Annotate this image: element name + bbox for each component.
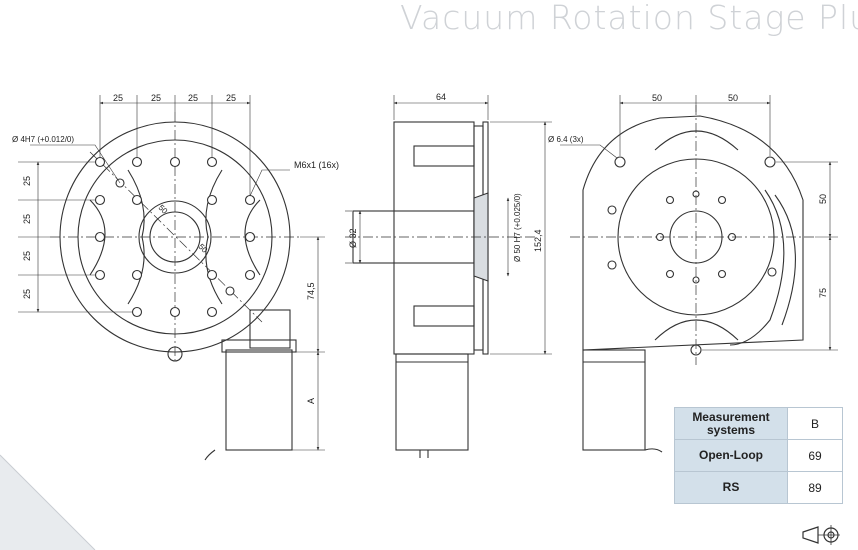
front-center-bore [149, 211, 201, 263]
rear-hole-label: Ø 6.4 (3x) [548, 135, 584, 144]
table-header-label: Measurement systems [674, 407, 788, 440]
table-row-label: Open-Loop [674, 439, 788, 472]
rear-view-labels: 50 50 Ø 6.4 (3x) 50 75 [548, 93, 828, 298]
front-view-labels: 25 25 25 25 25 25 25 25 Ø 4H7 (+0.012/0)… [12, 93, 339, 404]
page-title: Vacuum Rotation Stage Plus [400, 0, 858, 37]
rear-right-dim-2: 75 [818, 288, 828, 298]
table-row: RS 89 [674, 471, 843, 504]
front-motor-housing [225, 349, 293, 451]
side-view [345, 95, 552, 458]
rear-right-dim-1: 50 [818, 194, 828, 204]
front-view [18, 95, 325, 461]
front-top-dim-3: 25 [188, 93, 198, 103]
side-view-labels: 64 Ø 32 Ø 50 H7 (+0.025/0) 152,4 [348, 92, 543, 262]
front-thread-label: M6x1 (16x) [294, 160, 339, 170]
rear-top-dim-2: 50 [728, 93, 738, 103]
rear-top-dim-1: 50 [652, 93, 662, 103]
front-left-dim-3: 25 [22, 251, 32, 261]
front-left-dim-4: 25 [22, 289, 32, 299]
front-top-dim-4: 25 [226, 93, 236, 103]
table-row-value: 89 [787, 471, 843, 504]
rear-mounting-holes [607, 156, 777, 356]
side-height-dim: 152,4 [533, 229, 543, 252]
rear-view [560, 95, 838, 453]
front-connector [249, 309, 291, 349]
table-header-value: B [787, 407, 843, 440]
table-row-label: RS [674, 471, 788, 504]
side-motor-housing [395, 353, 469, 451]
table-row: Measurement systems B [674, 407, 843, 440]
front-top-dim-1: 25 [113, 93, 123, 103]
side-width-dim: 64 [436, 92, 446, 102]
table-row-value: 69 [787, 439, 843, 472]
front-mounting-holes [94, 156, 256, 318]
side-body [393, 121, 475, 355]
front-top-dim-2: 25 [151, 93, 161, 103]
front-left-dim-1: 25 [22, 176, 32, 186]
side-bore-dim: Ø 50 H7 (+0.025/0) [513, 193, 522, 262]
rear-housing-outline [582, 115, 804, 351]
front-left-dim-2: 25 [22, 214, 32, 224]
front-hole-label: Ø 4H7 (+0.012/0) [12, 135, 74, 144]
front-height-dim: 74,5 [306, 282, 316, 300]
table-row: Open-Loop 69 [674, 439, 843, 472]
measurement-systems-table: Measurement systems B Open-Loop 69 RS 89 [674, 407, 843, 504]
front-motor-dim: A [306, 398, 316, 404]
first-angle-projection-icon [802, 525, 840, 545]
side-shaft-dim: Ø 32 [348, 228, 358, 248]
rear-motor-housing [582, 349, 646, 451]
